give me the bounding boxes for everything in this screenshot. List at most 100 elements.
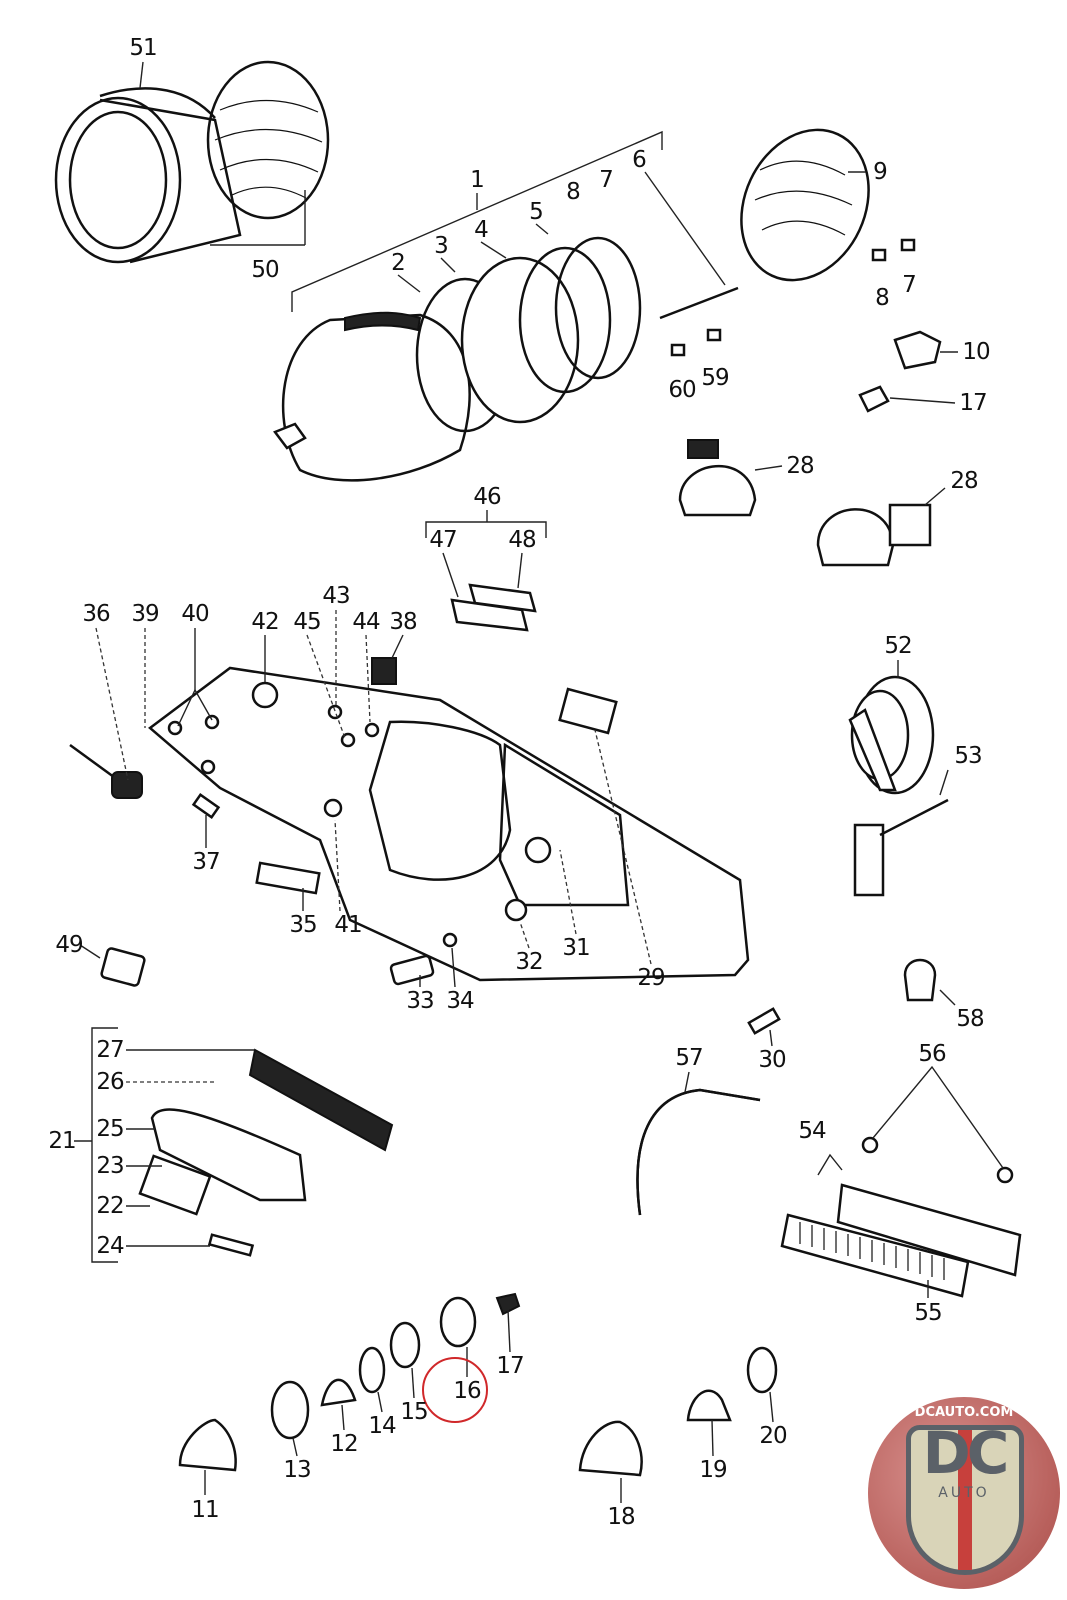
callout-label-33: 33 — [406, 988, 434, 1014]
screw-part — [900, 238, 916, 252]
callout-label-24: 24 — [96, 1233, 124, 1259]
callout-label-1: 1 — [470, 167, 485, 193]
callout-label-40: 40 — [181, 601, 209, 627]
callout-label-29: 29 — [637, 965, 665, 991]
callout-label-7: 7 — [599, 167, 614, 193]
side-grille-part — [740, 128, 870, 282]
callout-label-3: 3 — [434, 233, 449, 259]
callout-label-9: 9 — [873, 159, 888, 185]
bulb-holder-part — [200, 759, 216, 775]
cigar-lighter-part — [389, 954, 435, 986]
fuse-part — [191, 793, 221, 819]
callout-label-57: 57 — [675, 1045, 703, 1071]
callout-label-6: 6 — [632, 147, 647, 173]
callout-label-34: 34 — [446, 988, 474, 1014]
side-marker-lamp-part — [578, 1420, 643, 1503]
callout-label-12: 12 — [330, 1431, 358, 1457]
callout-label-37: 37 — [192, 849, 220, 875]
callout-label-47: 47 — [429, 527, 457, 553]
callout-label-8: 8 — [566, 179, 581, 205]
switch-knob-part — [251, 681, 279, 709]
callout-label-38: 38 — [389, 609, 417, 635]
gasket-part — [358, 1346, 386, 1394]
logo-site: DCAUTO.COM — [914, 1405, 1014, 1420]
light-switch-part — [255, 861, 321, 895]
callout-label-10: 10 — [962, 339, 990, 365]
dcauto-logo: DCAUTO.COM DC AUTO — [868, 1397, 1060, 1589]
callout-label-4: 4 — [474, 217, 489, 243]
flasher-unit-part — [558, 687, 618, 735]
callout-label-55: 55 — [914, 1300, 942, 1326]
callout-label-45: 45 — [293, 609, 321, 635]
bulb-part — [204, 714, 220, 730]
callout-label-11: 11 — [191, 1497, 219, 1523]
callout-label-56: 56 — [918, 1041, 946, 1067]
horn-part — [816, 487, 946, 567]
callout-label-8: 8 — [875, 285, 890, 311]
callout-label-22: 22 — [96, 1193, 124, 1219]
callout-label-36: 36 — [82, 601, 110, 627]
callout-label-2: 2 — [391, 250, 406, 276]
bulb-holder-part — [364, 722, 380, 738]
warning-lamp-part — [524, 836, 552, 864]
relay-part — [371, 657, 397, 685]
base-plate-part — [389, 1321, 421, 1369]
callout-label-7: 7 — [902, 272, 917, 298]
nut-part — [871, 248, 887, 262]
callout-label-27: 27 — [96, 1037, 124, 1063]
lens-part — [320, 1378, 357, 1407]
callout-label-43: 43 — [322, 583, 350, 609]
lamp-part — [442, 932, 458, 948]
callout-label-23: 23 — [96, 1153, 124, 1179]
callout-label-25: 25 — [96, 1116, 124, 1142]
side-marker-lamp-part — [178, 1418, 237, 1495]
callout-label-32: 32 — [515, 949, 543, 975]
callout-label-41: 41 — [334, 912, 362, 938]
callout-label-28: 28 — [786, 453, 814, 479]
logo-shield — [906, 1425, 1024, 1575]
bulb-part — [495, 1292, 521, 1316]
dashboard-panel-part — [148, 666, 750, 982]
highlight-circle — [422, 1357, 488, 1423]
ground-strap-part — [636, 1071, 761, 1216]
callout-label-58: 58 — [956, 1006, 984, 1032]
horn-bracket-part — [853, 769, 949, 897]
logo-stripe — [958, 1430, 972, 1570]
callout-label-13: 13 — [283, 1457, 311, 1483]
callout-label-51: 51 — [129, 35, 157, 61]
bulb-holder-part — [327, 704, 343, 720]
bulb-part — [858, 385, 956, 413]
headlamp-housing-part — [273, 311, 471, 482]
callout-label-35: 35 — [289, 912, 317, 938]
adjust-screw-part — [659, 286, 739, 320]
headlamp-bucket-part — [54, 87, 242, 264]
headlamp-grille-part — [206, 60, 330, 246]
wiper-switch-part — [69, 743, 143, 799]
callout-label-21: 21 — [48, 1128, 76, 1154]
callout-label-17: 17 — [496, 1353, 524, 1379]
callout-label-44: 44 — [352, 609, 380, 635]
fuse-box-part — [780, 1065, 1022, 1298]
lens-part — [460, 256, 580, 424]
horn-part — [678, 439, 783, 517]
callout-label-31: 31 — [562, 935, 590, 961]
callout-label-14: 14 — [368, 1413, 396, 1439]
callout-label-53: 53 — [954, 743, 982, 769]
nut-part — [670, 343, 686, 357]
callout-label-15: 15 — [400, 1399, 428, 1425]
retaining-ring-part — [518, 246, 612, 394]
callout-label-18: 18 — [607, 1504, 635, 1530]
callout-label-28: 28 — [950, 468, 978, 494]
logo-sub: AUTO — [938, 1485, 990, 1501]
callout-label-16: 16 — [453, 1378, 481, 1404]
switch-part — [323, 798, 343, 818]
callout-label-39: 39 — [131, 601, 159, 627]
screw-part — [706, 328, 722, 342]
license-plate-lamp-part — [138, 1048, 394, 1257]
bulb-socket-part — [893, 330, 958, 370]
switch-part — [504, 898, 528, 922]
clamp-part — [903, 958, 956, 1006]
seal-part — [439, 1296, 477, 1348]
callout-label-5: 5 — [529, 199, 544, 225]
